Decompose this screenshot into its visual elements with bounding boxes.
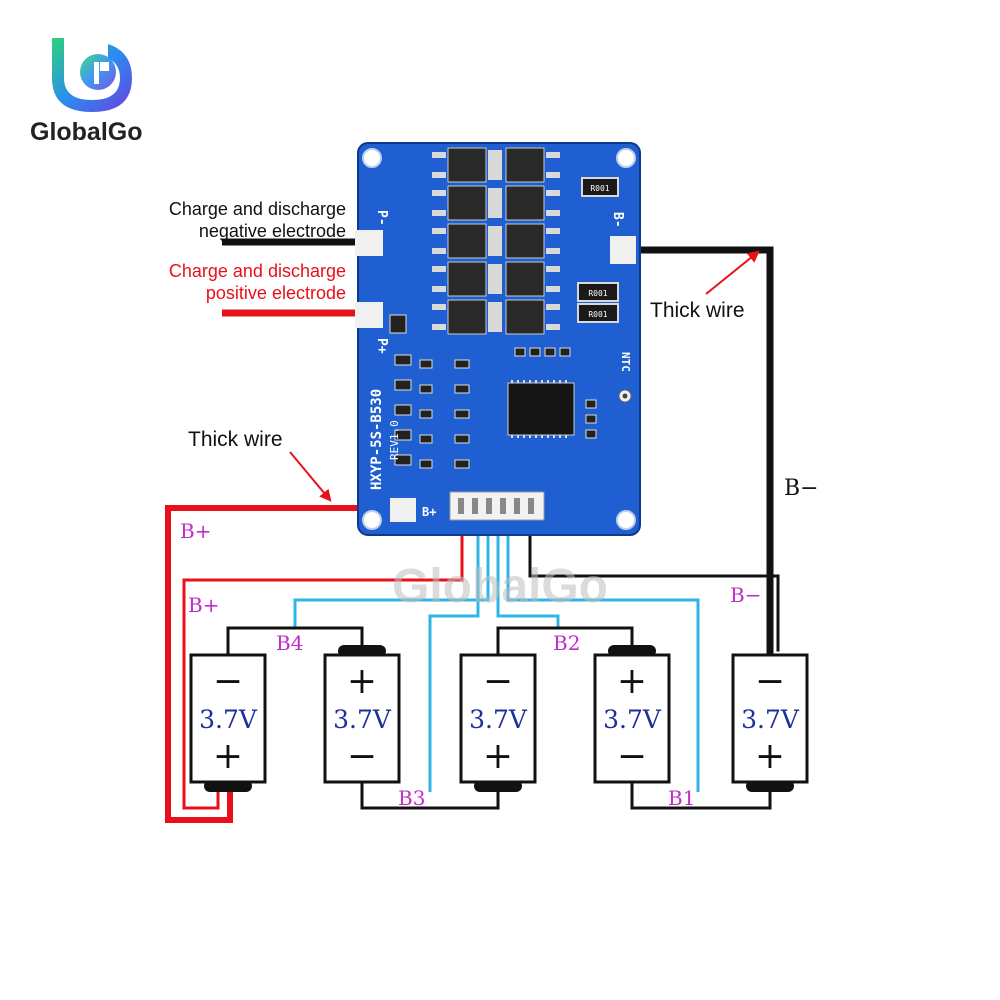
wire-b-minus xyxy=(528,246,780,654)
label-b-plus-bottom: B+ xyxy=(188,593,219,617)
svg-text:R001: R001 xyxy=(590,184,609,193)
cell-voltage: 3.7V xyxy=(741,705,800,734)
label-b-plus-top: B+ xyxy=(180,519,211,543)
board-pad-label-p-plus: P+ xyxy=(374,338,389,354)
battery-cell-1: − 3.7V+ xyxy=(189,653,267,792)
smd-components xyxy=(389,314,597,469)
svg-text:R001: R001 xyxy=(588,310,607,319)
cell-top-sign: − xyxy=(213,661,243,702)
cell-body xyxy=(323,653,401,784)
label-thick-wire-right: Thick wire xyxy=(650,299,745,322)
battery-cell-4: +3.7V− xyxy=(593,645,671,784)
arrow-thick-wire-right xyxy=(705,250,760,295)
board-pad-label-b-minus: B- xyxy=(610,212,625,228)
cell-body xyxy=(593,653,671,784)
label-b-minus-vertical: B− xyxy=(784,476,819,501)
balance-connector xyxy=(449,491,545,521)
brand-name: GlobalGo xyxy=(30,118,143,146)
label-b4: B4 xyxy=(276,631,303,655)
cell-bottom-sign: − xyxy=(347,736,377,777)
bms-board: R001 R001 R001 xyxy=(355,142,641,536)
svg-text:R001: R001 xyxy=(588,289,607,298)
arrow-thick-wire-left xyxy=(289,451,332,502)
shunt-resistors: R001 R001 R001 xyxy=(577,177,619,323)
watermark: GlobalGo xyxy=(392,560,608,613)
wire-cell-links xyxy=(226,626,772,810)
battery-cell-5: − 3.7V+ xyxy=(731,653,809,792)
cell-top-sign: + xyxy=(617,661,647,702)
board-ntc-label: NTC xyxy=(619,352,632,372)
wire-labels: B+ B+ B− B− B4 B2 B3 B1 xyxy=(180,476,819,810)
label-thick-wire-left: Thick wire xyxy=(188,428,283,451)
wire-balance-cyan xyxy=(293,520,700,792)
cell-voltage: 3.7V xyxy=(199,705,258,734)
pad-p-minus xyxy=(355,230,383,256)
label-negative-line2: negative electrode xyxy=(199,221,346,241)
brand-logo: GlobalGo xyxy=(30,38,143,146)
logo-mark-icon xyxy=(52,38,132,112)
label-b1: B1 xyxy=(668,786,695,810)
wire-b-plus xyxy=(165,505,464,823)
protection-ic xyxy=(507,380,575,438)
cell-bottom-sign: + xyxy=(755,736,785,777)
board-pad-label-b-plus: B+ xyxy=(422,505,436,519)
board-model: HXYP-5S-B530 xyxy=(369,389,385,490)
pad-b-plus xyxy=(390,498,416,522)
label-b3: B3 xyxy=(398,786,425,810)
cell-voltage: 3.7V xyxy=(333,705,392,734)
mosfet-array xyxy=(432,147,560,335)
board-pad-label-p-minus: P- xyxy=(374,210,389,226)
battery-cell-3: − 3.7V+ xyxy=(459,653,537,792)
cell-voltage: 3.7V xyxy=(469,705,528,734)
annotations: Charge and discharge negative electrode … xyxy=(169,199,760,502)
cell-body xyxy=(189,653,267,784)
cell-top-sign: − xyxy=(483,661,513,702)
battery-cells: −3.7V++3.7V−−3.7V++3.7V−−3.7V+ xyxy=(189,645,809,792)
cell-top-sign: + xyxy=(347,661,377,702)
label-b2: B2 xyxy=(553,631,580,655)
pad-b-minus xyxy=(610,236,636,264)
cell-bottom-sign: + xyxy=(483,736,513,777)
label-b-minus-lower: B− xyxy=(730,583,761,607)
pad-p-plus xyxy=(355,302,383,328)
cell-bottom-sign: − xyxy=(617,736,647,777)
cell-top-sign: − xyxy=(755,661,785,702)
cell-voltage: 3.7V xyxy=(603,705,662,734)
cell-body xyxy=(731,653,809,784)
battery-cell-2: +3.7V− xyxy=(323,645,401,784)
label-negative-line1: Charge and discharge xyxy=(169,199,346,219)
cell-body xyxy=(459,653,537,784)
label-positive-line2: positive electrode xyxy=(206,283,346,303)
label-positive-line1: Charge and discharge xyxy=(169,261,346,281)
cell-bottom-sign: + xyxy=(213,736,243,777)
board-revision: REV1.0 xyxy=(388,420,401,460)
